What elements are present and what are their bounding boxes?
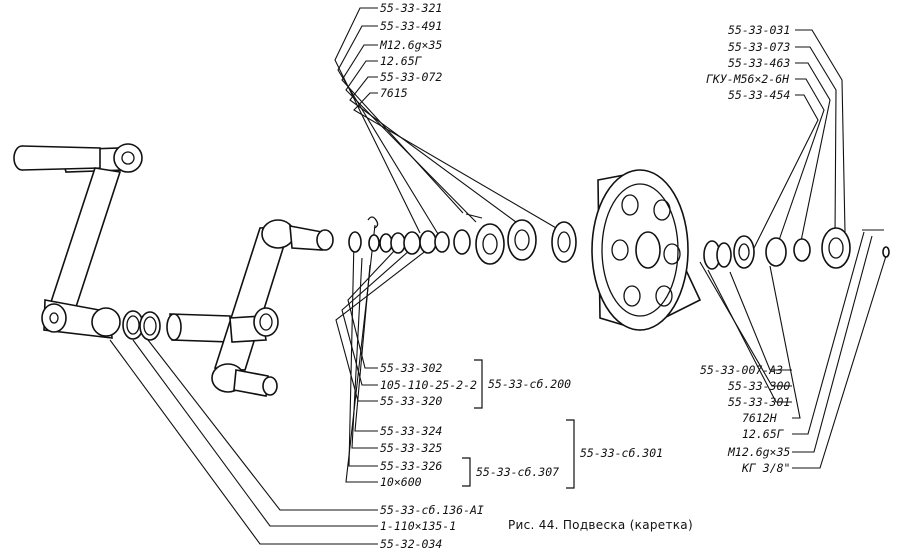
label-55-33-463: 55-33-463	[728, 56, 791, 70]
bearing-7615	[551, 221, 577, 263]
axle-rings	[348, 216, 471, 255]
label-m12-bolt-right: М12.6g×35	[728, 445, 791, 459]
label-kg-fitting: КГ 3/8"	[742, 461, 791, 475]
label-55-33-300: 55-33-300	[728, 379, 791, 393]
label-55-33-007-a3: 55-33-007-А3	[700, 363, 784, 377]
arm-small	[166, 219, 334, 397]
figure-caption: Рис. 44. Подвеска (каретка)	[508, 518, 693, 532]
road-wheel	[591, 169, 702, 331]
group-brackets	[462, 359, 575, 489]
label-55-33-301: 55-33-301	[728, 395, 791, 409]
label-55-33-321: 55-33-321	[380, 1, 443, 15]
label-12-65g: 12.65Г	[380, 54, 422, 68]
label-55-33-sb136: 55-33-сб.136-АI	[380, 503, 484, 517]
label-10x600: 10×600	[380, 475, 422, 489]
label-m12-bolt: М12.6g×35	[380, 38, 443, 52]
label-55-32-034: 55-32-034	[380, 537, 443, 551]
arm-large	[13, 143, 143, 339]
group-label-sb301: 55-33-сб.301	[580, 446, 664, 460]
label-55-33-031: 55-33-031	[728, 23, 791, 37]
label-55-33-073: 55-33-073	[728, 40, 791, 54]
right-rings	[703, 227, 890, 270]
label-55-33-072: 55-33-072	[380, 70, 443, 84]
label-12-65g-right: 12.65Г	[742, 427, 784, 441]
label-55-33-324: 55-33-324	[380, 424, 443, 438]
hub-flange	[465, 213, 537, 265]
label-55-33-325: 55-33-325	[380, 441, 443, 455]
label-105-110-25-2-2: 105-110-25-2-2	[380, 378, 477, 392]
label-1-110x135-1: 1-110×135-1	[380, 519, 457, 533]
group-label-sb200: 55-33-сб.200	[488, 377, 572, 391]
group-label-sb307: 55-33-сб.307	[476, 465, 560, 479]
label-gku-nut: ГКУ-М56×2-6Н	[706, 72, 790, 86]
label-7612n: 7612Н	[742, 411, 777, 425]
label-55-33-302: 55-33-302	[380, 361, 443, 375]
ring-pair-left	[122, 310, 161, 341]
label-55-33-491: 55-33-491	[380, 19, 443, 33]
leader-lines	[109, 7, 887, 545]
label-55-33-454: 55-33-454	[728, 88, 791, 102]
label-7615: 7615	[380, 86, 408, 100]
label-55-33-326: 55-33-326	[380, 459, 443, 473]
label-55-33-320: 55-33-320	[380, 394, 443, 408]
